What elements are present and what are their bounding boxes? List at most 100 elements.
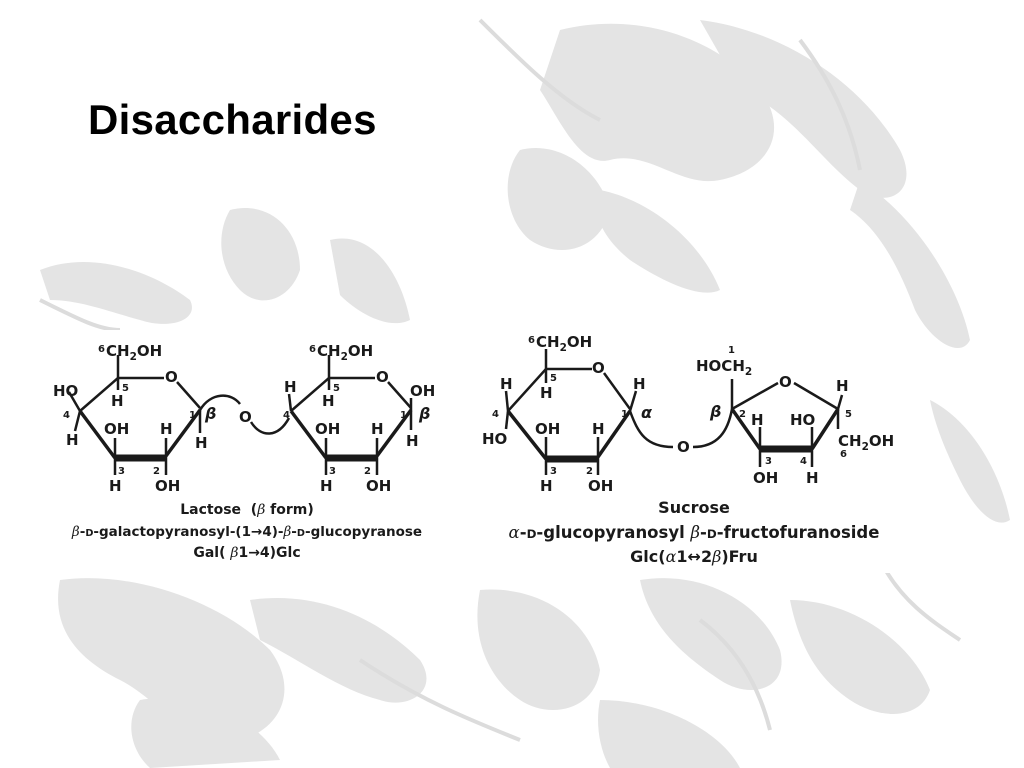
atom-label: 3	[329, 466, 336, 477]
text-part: -galactopyranosyl-(1	[93, 524, 251, 540]
ribbon-strands	[39, 18, 962, 742]
beta-symbol: β	[71, 524, 80, 540]
text-part: 4)Glc	[259, 545, 301, 561]
atom-label: 6	[98, 344, 105, 355]
text-part: 1	[238, 545, 249, 561]
atom-label: H	[160, 420, 173, 438]
lactose-ring2-bonds	[287, 355, 413, 475]
atom-label: H	[322, 392, 335, 410]
atom-label: 4	[63, 410, 70, 421]
atom-label: H	[633, 375, 646, 393]
small-caps-d: d	[296, 528, 305, 539]
atom-label: OH	[753, 469, 778, 487]
atom-label: 5	[122, 383, 129, 394]
atom-label: CH2OH	[317, 342, 373, 363]
atom-label: H	[540, 384, 553, 402]
atom-label: 5	[550, 373, 557, 384]
atom-label: H	[806, 469, 819, 487]
lactose-iupac-name: β-d-galactopyranosyl-(1→4)-β-d-glucopyra…	[33, 524, 461, 540]
alpha-symbol: α	[508, 523, 520, 542]
sucrose-glucose-labels: 6 CH2OH O 5 H H 4 HO OH H H 1 α 3 2 H OH…	[482, 333, 690, 495]
slide-title: Disaccharides	[88, 96, 377, 143]
atom-label: O	[376, 368, 389, 386]
atom-label: 3	[118, 466, 125, 477]
atom-label: 6	[309, 344, 316, 355]
beta-symbol: β	[257, 502, 266, 518]
lactose-ring1-bonds	[67, 355, 291, 475]
atom-label: 1	[189, 410, 196, 421]
sucrose-glucose-bonds	[504, 349, 734, 475]
lactose-name: Lactose (β form)	[33, 502, 461, 518]
text-part: -	[291, 524, 297, 540]
text-part: Gal(	[193, 545, 226, 561]
atom-label: OH	[588, 477, 613, 495]
atom-label: β	[204, 404, 216, 423]
lactose-ring1-labels: 6 CH2OH O 5 H HO 4 H OH H 1 β H 3 2 H OH…	[53, 342, 252, 495]
text-part: -	[79, 524, 86, 540]
small-caps-d: d	[706, 527, 717, 541]
arrow-symbol: →	[248, 545, 260, 561]
atom-label: OH	[410, 382, 435, 400]
text-part: -glucopyranosyl	[536, 523, 691, 542]
text-part: 4)-	[262, 524, 284, 540]
sucrose-structure: 6 CH2OH O 5 H H 4 HO OH H H 1 α 3 2 H OH…	[482, 333, 894, 495]
atom-label: H	[109, 477, 122, 495]
atom-label: H	[836, 377, 849, 395]
atom-label: 5	[845, 409, 852, 420]
text-part: -	[519, 523, 527, 542]
small-caps-d: d	[85, 528, 94, 539]
lactose-panel: 6 CH2OH O 5 H HO 4 H OH H 1 β H 3 2 H OH…	[33, 330, 461, 572]
atom-label: 1	[728, 345, 735, 356]
sucrose-panel: 6 CH2OH O 5 H H 4 HO OH H H 1 α 3 2 H OH…	[478, 323, 910, 573]
atom-label: H	[284, 378, 297, 396]
atom-label: CH2OH	[106, 342, 162, 363]
arrow-symbol: ↔	[687, 547, 701, 566]
sucrose-iupac-name: α-d-glucopyranosyl β-d-fructofuranoside	[478, 523, 910, 542]
atom-label: O	[239, 408, 252, 426]
text-part: 1	[676, 547, 688, 566]
atom-label: 5	[333, 383, 340, 394]
atom-label: CH2OH	[838, 432, 894, 453]
arrow-symbol: →	[251, 524, 263, 540]
atom-label: O	[779, 373, 792, 391]
text-part: -fructofuranoside	[716, 523, 880, 542]
atom-label: OH	[104, 420, 129, 438]
lactose-structure: 6 CH2OH O 5 H HO 4 H OH H 1 β H 3 2 H OH…	[53, 342, 435, 495]
small-caps-d: d	[526, 527, 537, 541]
text-part: )Fru	[721, 547, 758, 566]
atom-label: O	[592, 359, 605, 377]
beta-symbol: β	[283, 524, 292, 540]
atom-label: HOCH2	[696, 357, 752, 378]
atom-label: H	[320, 477, 333, 495]
atom-label: 1	[400, 410, 407, 421]
atom-label: CH2OH	[536, 333, 592, 354]
atom-label: 2	[364, 466, 371, 477]
text-part: -	[700, 523, 707, 542]
lactose-form-close: form)	[265, 502, 314, 518]
sucrose-fructose-labels: 1 HOCH2 O β 2 H HO H 5 CH2OH 6 3 4 OH H	[696, 345, 894, 487]
atom-label: β	[418, 404, 430, 423]
atom-label: 4	[492, 409, 499, 420]
atom-label: OH	[366, 477, 391, 495]
atom-label: O	[677, 438, 690, 456]
atom-label: HO	[53, 382, 78, 400]
sucrose-name: Sucrose	[658, 498, 730, 517]
atom-label: 4	[800, 456, 807, 467]
text-part: 2	[700, 547, 713, 566]
atom-label: OH	[315, 420, 340, 438]
beta-symbol: β	[690, 523, 701, 542]
atom-label: H	[195, 434, 208, 452]
beta-symbol: β	[712, 547, 722, 566]
lactose-abbreviation: Gal( β1→4)Glc	[33, 545, 461, 561]
atom-label: 4	[283, 410, 290, 421]
atom-label: β	[709, 402, 721, 421]
atom-label: H	[66, 431, 79, 449]
lactose-form-open: (	[250, 502, 258, 518]
atom-label: H	[751, 411, 764, 429]
atom-label: 6	[840, 449, 847, 460]
atom-label: H	[111, 392, 124, 410]
beta-symbol: β	[230, 545, 239, 561]
atom-label: H	[592, 420, 605, 438]
atom-label: α	[641, 403, 653, 422]
